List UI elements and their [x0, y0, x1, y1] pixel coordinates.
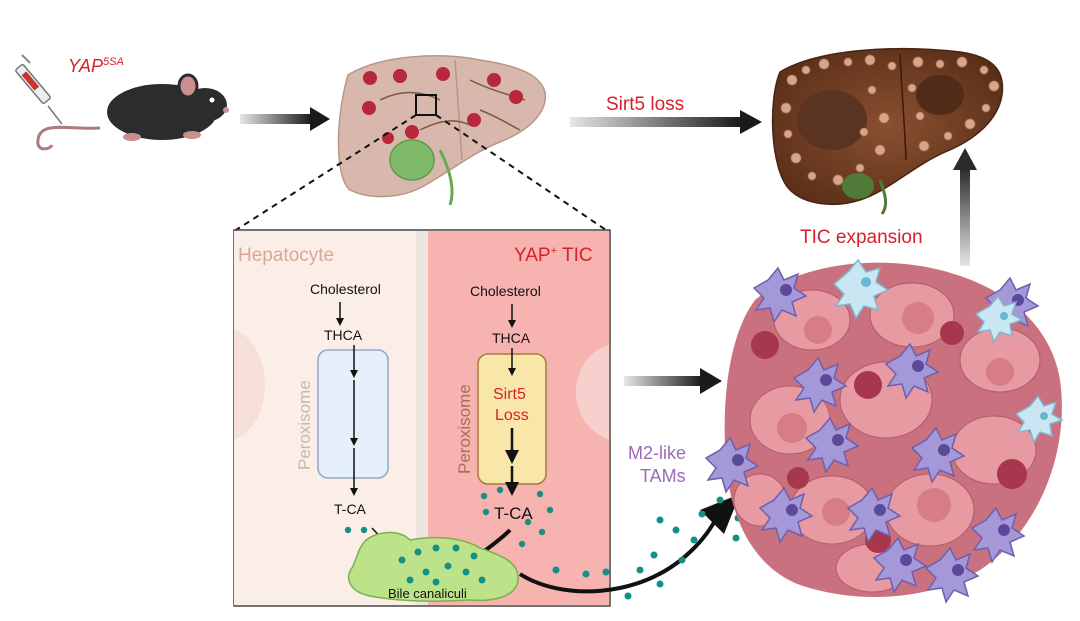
hepatocyte-label: Hepatocyte	[238, 245, 334, 266]
peroxisome-left-box	[317, 349, 389, 479]
yap5sa-label: YAP5SA	[68, 56, 124, 76]
bile-canaliculi	[347, 531, 519, 602]
thca-right-label: THCA	[492, 330, 531, 346]
zoom-line-right	[435, 114, 607, 231]
thca-left-label: THCA	[324, 327, 363, 343]
tca-right-label: T-CA	[494, 504, 533, 523]
right-tca-dots	[480, 486, 554, 548]
tumor-liver-icon	[771, 47, 1004, 215]
sirt5-loss-label: Sirt5 loss	[606, 94, 684, 115]
tumor-mass-icon	[704, 258, 1064, 604]
sirt5-box-line2: Loss	[495, 407, 529, 424]
yap-tic-label: YAP+ TIC	[514, 245, 593, 266]
peroxisome-right-label: Peroxisome	[455, 384, 474, 474]
tca-left-label: T-CA	[334, 501, 367, 517]
liver-icon	[337, 55, 546, 206]
zoom-line-left	[235, 114, 417, 231]
m2-tams-line2: TAMs	[640, 466, 686, 486]
mouse-icon	[36, 73, 229, 151]
peroxisome-left-label: Peroxisome	[295, 380, 314, 470]
cholesterol-left-label: Cholesterol	[310, 281, 381, 297]
cholesterol-right-label: Cholesterol	[470, 283, 541, 299]
m2-tams-line1: M2-like	[628, 443, 686, 463]
sirt5-box-line1: Sirt5	[493, 386, 526, 403]
arrow-inset-to-tumor	[624, 368, 722, 394]
arrow-mouse-to-liver	[240, 107, 330, 131]
tic-expansion-label: TIC expansion	[800, 227, 923, 248]
left-tca-dots	[344, 526, 368, 534]
arrow-sirt5-loss	[570, 110, 762, 134]
curved-arrow-bile-to-tumor	[518, 514, 720, 594]
syringe-icon	[15, 54, 63, 125]
arrow-tic-expansion	[953, 148, 977, 266]
bile-canaliculi-label: Bile canaliculi	[388, 586, 467, 601]
